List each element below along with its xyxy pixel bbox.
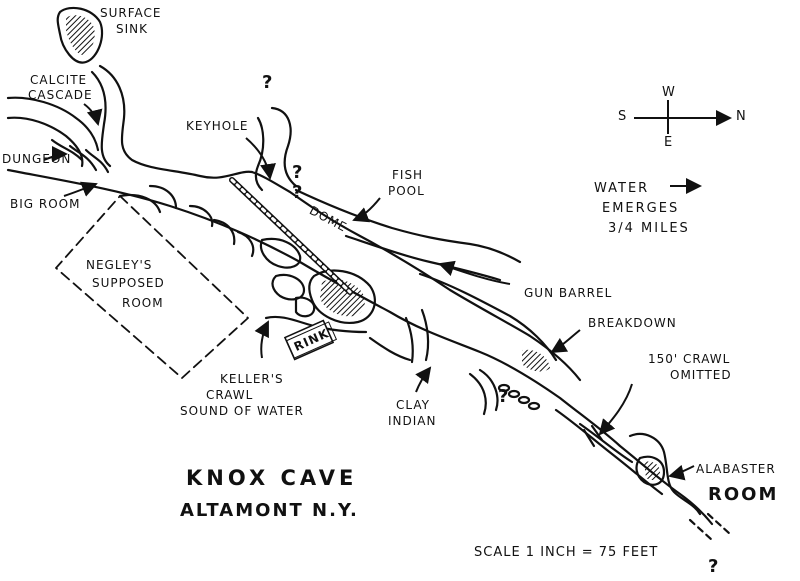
arrow-calcite: [84, 104, 103, 126]
arrow-clay: [416, 366, 432, 392]
label-keller-2: CRAWL: [206, 388, 254, 402]
label-fish-1: FISH: [392, 168, 424, 182]
side-pockets: [120, 186, 253, 256]
compass-east: E: [664, 135, 674, 150]
arrow-crawl: [598, 384, 632, 436]
label-breakdown: BREAKDOWN: [588, 316, 677, 330]
map-subtitle: ALTAMONT N.Y.: [180, 500, 359, 521]
gun-barrel-passage: [420, 274, 556, 360]
surface-sink-outline: [58, 8, 102, 63]
label-crawl-2: OMITTED: [670, 368, 732, 382]
label-clay-2: INDIAN: [388, 414, 437, 428]
label-alabaster-2: ROOM: [708, 484, 779, 505]
label-dungeon: DUNGEON: [2, 152, 72, 166]
surface-sink-hatching: [66, 15, 95, 56]
arrow-breakdown: [550, 330, 580, 354]
big-room-island-1: [261, 239, 300, 268]
passage-continuation: [690, 520, 712, 540]
lower-meander: [470, 370, 497, 414]
unknown-mark-2: ?: [292, 162, 303, 183]
arrow-keyhole: [246, 138, 276, 180]
fish-pool-passage: [296, 190, 520, 262]
breakdown-hatching: [522, 349, 550, 372]
arrow-gun-barrel: [438, 260, 510, 284]
arrow-alabaster: [668, 464, 694, 481]
dome-island: [309, 271, 375, 323]
negleys-room-outline: [56, 196, 248, 378]
sink-passage: [100, 66, 252, 178]
big-room-west-wall: [8, 170, 712, 524]
label-surface-sink-2: SINK: [116, 22, 149, 36]
label-negley-1: NEGLEY'S: [86, 258, 153, 272]
alabaster-hatching: [644, 461, 660, 480]
keyhole-branch: [272, 108, 296, 186]
rink-pocket: [370, 338, 410, 360]
compass-west: W: [662, 85, 676, 100]
label-alabaster-1: ALABASTER: [696, 462, 776, 476]
unknown-mark-4: ?: [498, 386, 509, 407]
arrow-keller: [254, 320, 269, 358]
rink-box: [285, 320, 333, 359]
big-room-island-3: [296, 298, 314, 317]
arrow-big-room: [64, 181, 98, 196]
label-fish-2: POOL: [388, 184, 425, 198]
compass: [634, 100, 732, 134]
unknown-mark-3: ?: [292, 182, 303, 203]
crawl-omission-marks: [584, 426, 602, 446]
map-scale: SCALE 1 INCH = 75 FEET: [474, 545, 659, 560]
compass-south: S: [618, 109, 628, 124]
label-clay-1: CLAY: [396, 398, 430, 412]
arrow-dungeon: [44, 146, 68, 163]
water-note-line2: EMERGES: [602, 201, 680, 216]
alabaster-room-outline: [630, 434, 700, 514]
calcite-cascade-passage: [8, 98, 98, 150]
label-big-room: BIG ROOM: [10, 197, 81, 211]
label-negley-2: SUPPOSED: [92, 276, 165, 290]
water-note-line3: 3/4 MILES: [608, 221, 690, 236]
label-negley-3: ROOM: [122, 296, 164, 310]
label-gun-barrel: GUN BARREL: [524, 286, 613, 300]
map-title: KNOX CAVE: [186, 466, 358, 490]
unknown-mark-1: ?: [262, 72, 273, 93]
label-keller-1: KELLER'S: [220, 372, 284, 386]
label-surface-sink-1: SURFACE: [100, 6, 162, 20]
label-sound: SOUND OF WATER: [180, 404, 304, 418]
dome-hatching: [320, 279, 365, 317]
arrow-fish-pool: [352, 198, 380, 223]
unknown-mark-5: ?: [708, 556, 719, 577]
label-keyhole: KEYHOLE: [186, 119, 249, 133]
label-crawl-1: 150' CRAWL: [648, 352, 731, 366]
big-room-island-2: [273, 275, 304, 299]
rubble: [497, 383, 541, 411]
compass-north: N: [736, 109, 747, 124]
clay-indian-pocket: [422, 310, 428, 360]
water-note-line1: WATER: [594, 181, 650, 196]
label-calcite-1: CALCITE: [30, 73, 88, 87]
main-passage-east-wall: [252, 172, 580, 380]
label-calcite-2: CASCADE: [28, 88, 93, 102]
